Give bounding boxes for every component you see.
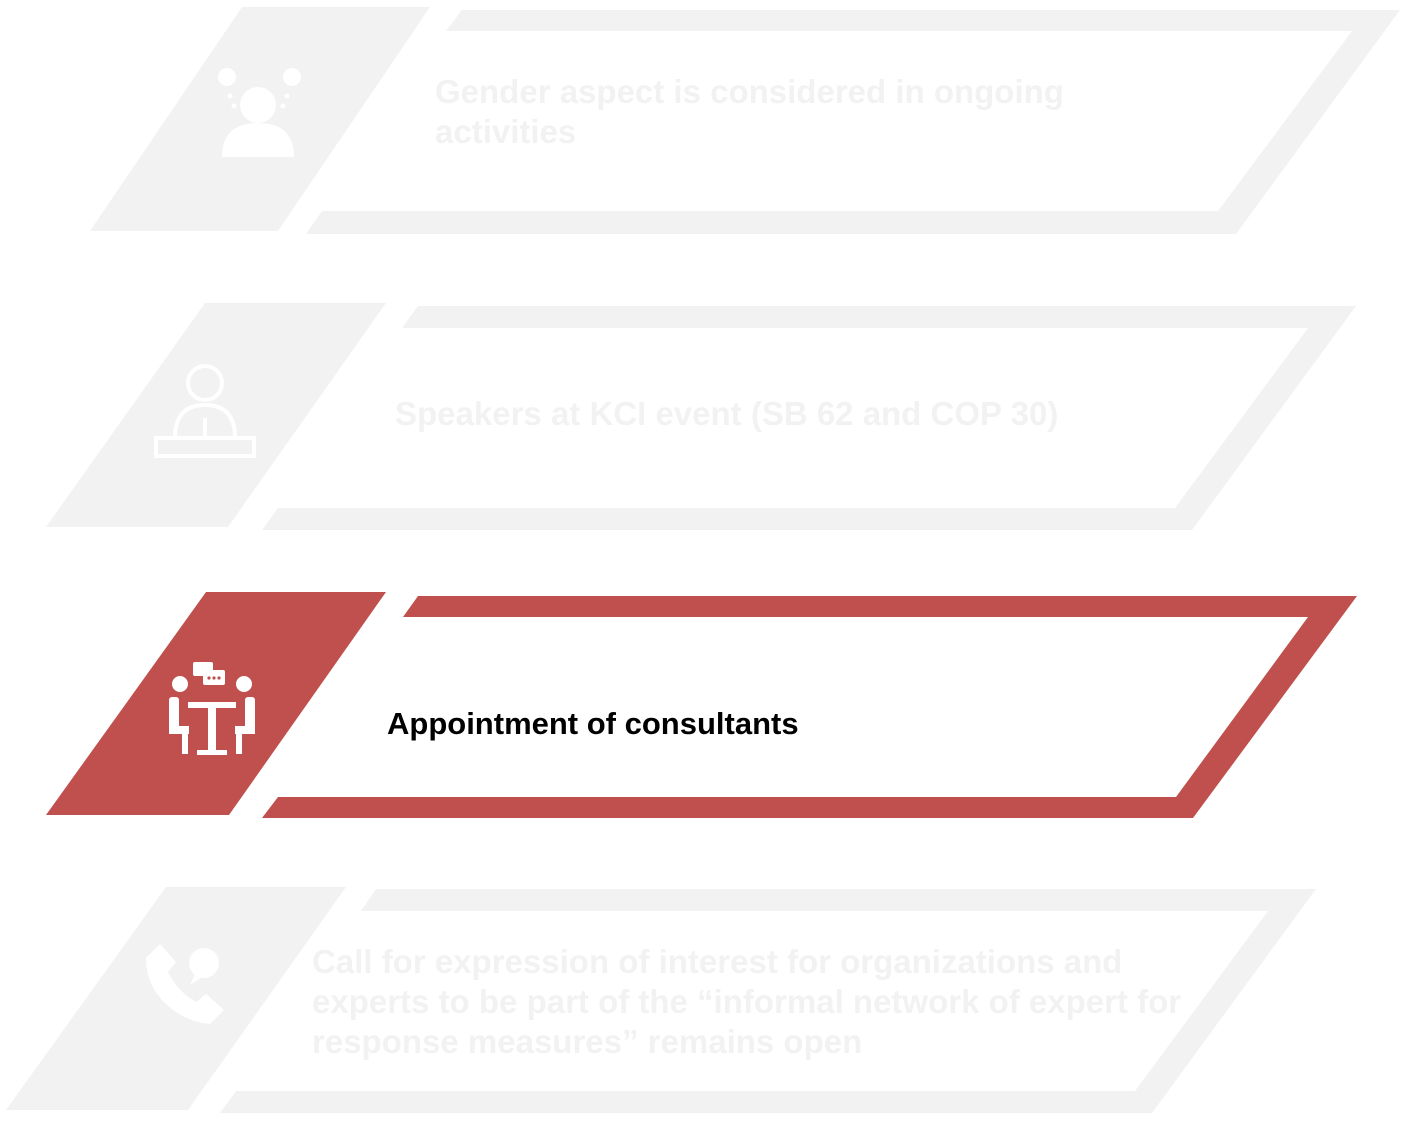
step-4-label: Call for expression of interest for orga… — [312, 943, 1182, 1060]
step-1 — [90, 7, 1400, 234]
speaker-podium-icon — [154, 364, 256, 458]
step-2-label: Speakers at KCI event (SB 62 and COP 30) — [395, 395, 1059, 432]
step-3 — [46, 592, 1357, 818]
step-2 — [46, 303, 1356, 530]
person-questions-icon — [218, 68, 301, 157]
step-2-icon-panel — [46, 303, 386, 527]
step-1-label: Gender aspect is considered in ongoing a… — [435, 73, 1064, 150]
step-1-frame — [306, 10, 1400, 234]
phone-question-icon — [146, 944, 224, 1024]
meeting-table-icon — [169, 662, 255, 755]
step-3-label: Appointment of consultants — [387, 706, 799, 741]
step-4 — [6, 887, 1316, 1113]
